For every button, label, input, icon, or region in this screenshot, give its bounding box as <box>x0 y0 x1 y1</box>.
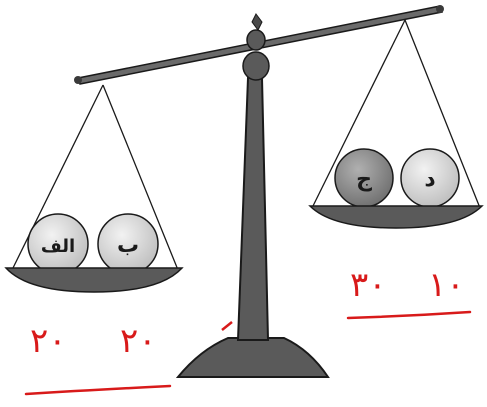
beam-right-knob <box>436 5 444 13</box>
scale-pillar <box>236 77 270 341</box>
right-underline <box>346 310 472 320</box>
ball-alef: الف <box>27 213 89 275</box>
scale-base <box>175 337 330 378</box>
ball-alef-label: الف <box>41 236 75 257</box>
left-underline <box>24 384 172 396</box>
right-pan-strings <box>311 19 481 209</box>
stray-red-mark <box>221 321 233 331</box>
left-pan-strings <box>11 84 179 271</box>
right-weight-1: ٣٠ <box>350 265 387 305</box>
beam-left-knob <box>74 76 82 84</box>
ball-dal-label: د <box>424 167 435 192</box>
right-weight-2: ١٠ <box>428 265 465 305</box>
right-pan <box>308 205 484 229</box>
scale-pivot <box>242 13 270 81</box>
ball-dal: د <box>400 148 460 208</box>
ball-be: ب <box>97 213 159 275</box>
left-weight-2: ٢٠ <box>120 321 157 361</box>
left-pan <box>4 267 184 293</box>
ball-jim-label: ج <box>356 167 372 192</box>
left-weight-1: ٢٠ <box>30 321 67 361</box>
ball-be-label: ب <box>117 233 139 258</box>
ball-jim: ج <box>334 148 394 208</box>
